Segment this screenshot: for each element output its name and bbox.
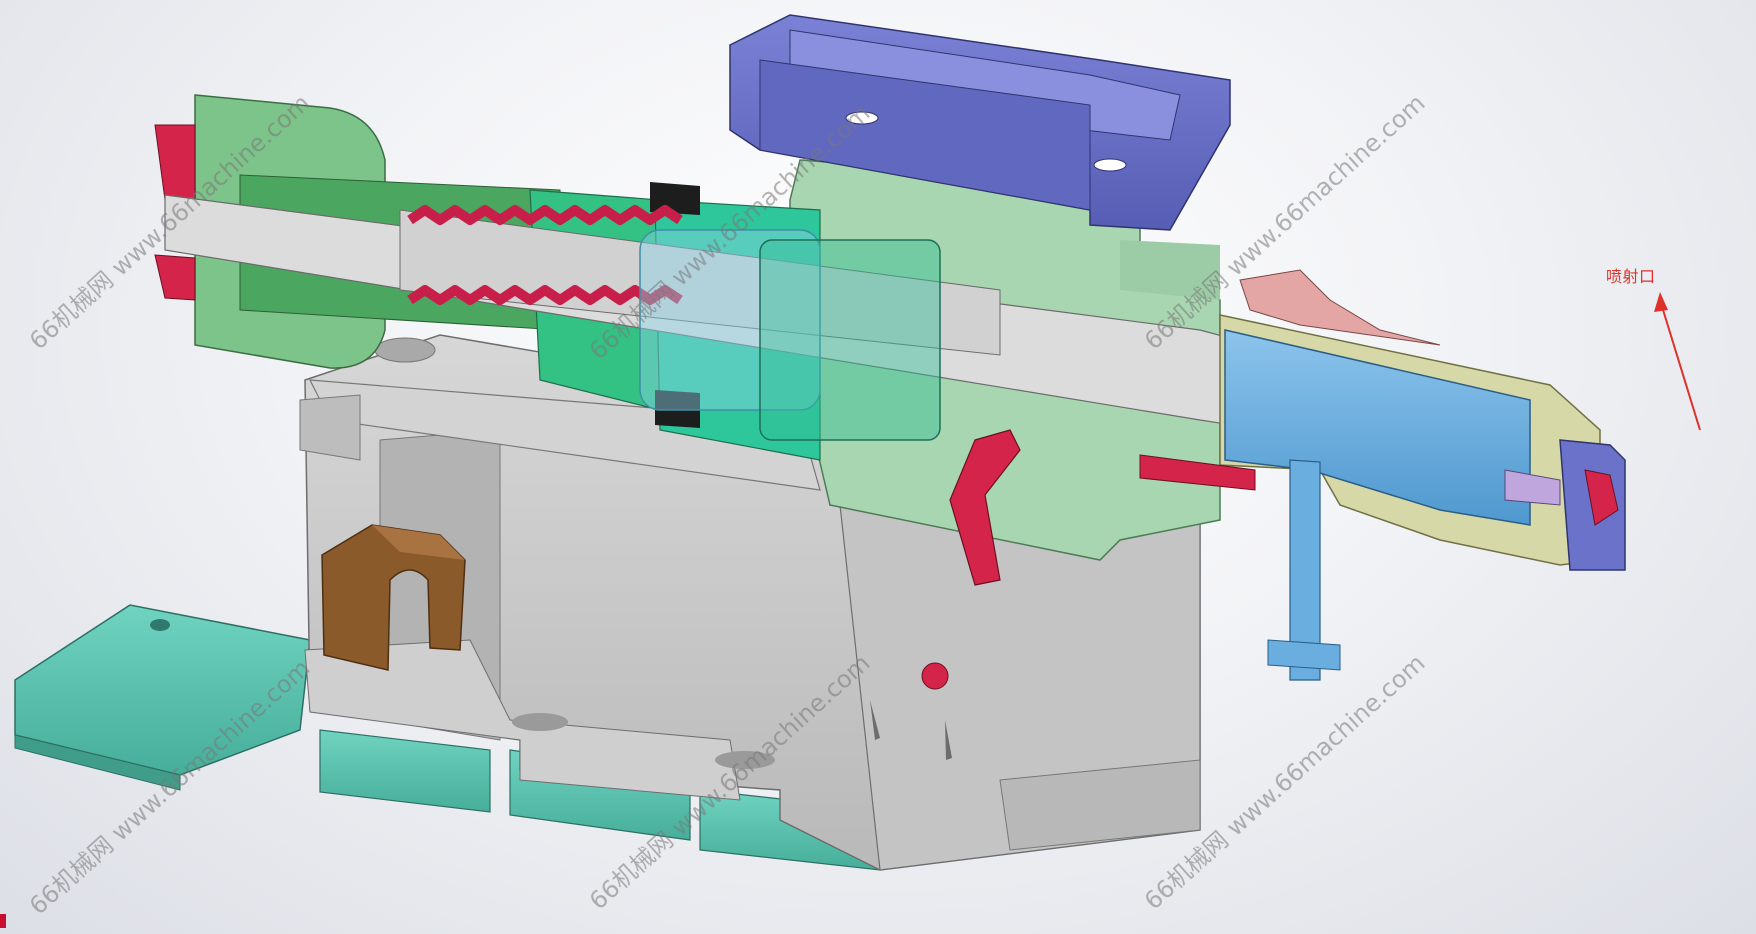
callout-arrow bbox=[1654, 292, 1701, 431]
spring bbox=[407, 205, 683, 305]
mounting-foot-row bbox=[319, 729, 881, 871]
outlet-nozzle bbox=[1219, 269, 1626, 681]
valve-body-base bbox=[299, 334, 1201, 871]
glass-cylinder bbox=[639, 229, 941, 441]
top-mounting-block bbox=[729, 14, 1231, 231]
red-pins bbox=[921, 429, 1256, 690]
mounting-foot-left bbox=[14, 604, 311, 791]
brown-clamp bbox=[321, 524, 466, 671]
corner-marker bbox=[0, 914, 6, 928]
spray-outlet-label: 喷射口 bbox=[1606, 267, 1656, 286]
